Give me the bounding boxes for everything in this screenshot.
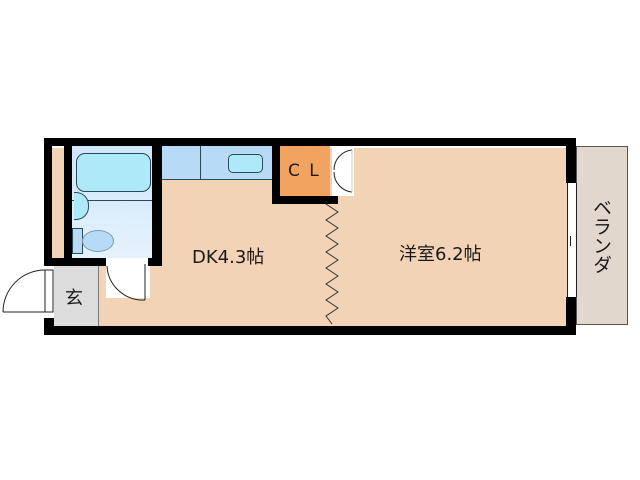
wall-right-lower <box>566 297 576 335</box>
wall-top <box>44 138 576 146</box>
entrance <box>54 264 99 326</box>
entrance-label: 玄 <box>65 288 83 309</box>
sliding-partition-icon <box>325 196 339 325</box>
wall-closet-left <box>272 146 280 204</box>
closet-door-swing-icon <box>333 149 353 193</box>
entrance-door-swing-icon <box>2 269 54 313</box>
dk-label: DK4.3帖 <box>192 247 265 268</box>
toilet-bowl-icon <box>82 230 114 252</box>
wall-bottom <box>44 326 576 335</box>
sink-icon <box>228 154 263 173</box>
wall-left-lower <box>44 318 54 335</box>
wall-entrance-top <box>44 258 106 266</box>
closet-label: C L <box>288 161 321 181</box>
balcony-window <box>567 183 577 297</box>
bathroom-door-swing-icon <box>106 264 146 301</box>
wall-closet-bottom <box>272 196 338 204</box>
balcony-label: ベランダ <box>590 198 612 274</box>
bathroom-door-opening <box>106 258 150 298</box>
western-room-label: 洋室6.2帖 <box>399 244 482 265</box>
counter-divider <box>200 146 201 179</box>
closet <box>280 146 330 196</box>
western-room-floor <box>330 148 570 328</box>
bathtub-icon <box>76 153 151 192</box>
bathroom-divider <box>72 200 154 201</box>
wall-left-strip <box>64 146 72 264</box>
wall-left-upper <box>44 138 52 264</box>
wall-right-upper <box>566 138 576 183</box>
balcony <box>576 146 628 325</box>
wall-bath-bottom-right <box>148 258 162 266</box>
wall-bath-right <box>152 146 162 266</box>
left-strip-floor <box>52 148 64 258</box>
window-mullion <box>570 236 571 246</box>
